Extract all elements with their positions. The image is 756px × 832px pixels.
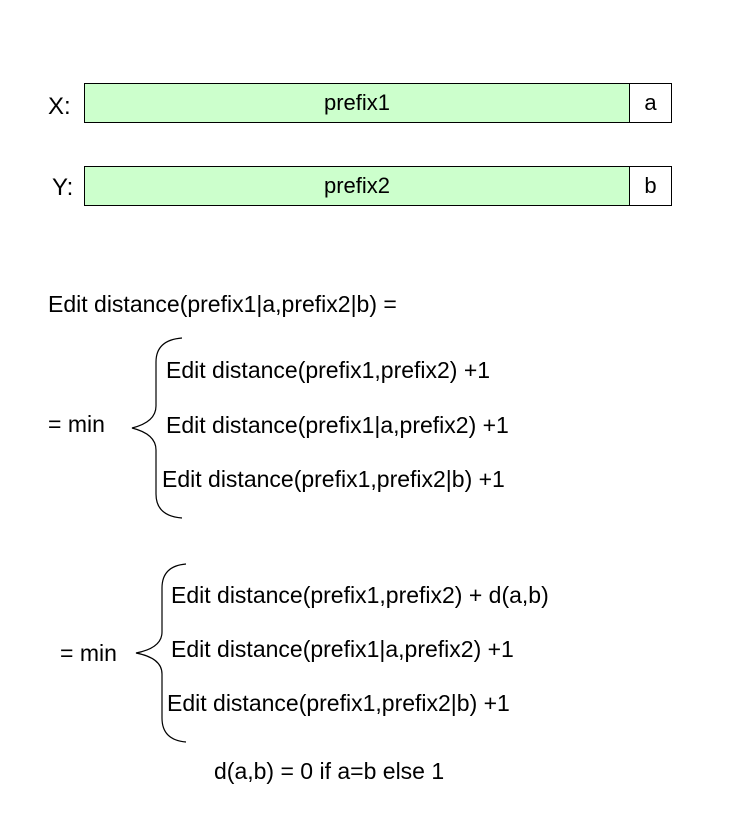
sequence-x-prefix: prefix1 <box>85 84 630 122</box>
recurrence-heading: Edit distance(prefix1|a,prefix2|b) = <box>48 291 397 317</box>
sequence-y-bar: prefix2 b <box>84 166 672 206</box>
group1-option-2: Edit distance(prefix1|a,prefix2) +1 <box>166 412 509 438</box>
group2-min-label: = min <box>60 640 117 666</box>
sequence-y-last-char: b <box>630 167 671 205</box>
group1-brace <box>131 337 183 519</box>
group2-option-2: Edit distance(prefix1|a,prefix2) +1 <box>171 636 514 662</box>
sequence-x-bar: prefix1 a <box>84 83 672 123</box>
sequence-y-prefix: prefix2 <box>85 167 630 205</box>
cost-function-note: d(a,b) = 0 if a=b else 1 <box>214 758 445 784</box>
group1-option-1: Edit distance(prefix1,prefix2) +1 <box>166 357 491 383</box>
sequence-x-last-char: a <box>630 84 671 122</box>
group2-brace <box>135 563 187 743</box>
group2-option-1: Edit distance(prefix1,prefix2) + d(a,b) <box>171 582 549 608</box>
group1-option-3: Edit distance(prefix1,prefix2|b) +1 <box>162 466 505 492</box>
sequence-x-label: X: <box>48 93 71 120</box>
group1-min-label: = min <box>48 411 105 437</box>
group2-option-3: Edit distance(prefix1,prefix2|b) +1 <box>167 690 510 716</box>
sequence-y-label: Y: <box>52 174 74 201</box>
